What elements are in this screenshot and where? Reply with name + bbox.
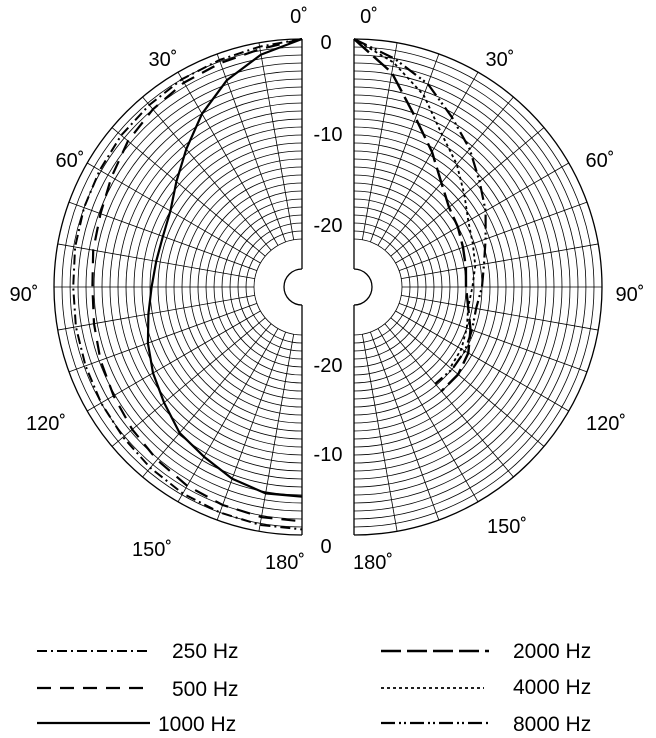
- angle-label-right: 180˚: [353, 552, 393, 574]
- legend-label-4000hz: 4000 Hz: [513, 676, 591, 699]
- left-polar-grid: [53, 38, 303, 536]
- legend-label-1000hz: 1000 Hz: [158, 713, 236, 736]
- legend: 250 Hz 500 Hz 1000 Hz 2000 Hz 4000 Hz 80…: [37, 640, 591, 736]
- grid-spoke: [177, 72, 279, 246]
- right-polar-grid: [353, 38, 603, 536]
- legend-label-2000hz: 2000 Hz: [513, 640, 591, 663]
- angle-label-left: 150˚: [132, 539, 172, 561]
- legend-label-500hz: 500 Hz: [172, 678, 239, 701]
- grid-spoke: [142, 323, 272, 478]
- angle-label-left: 0˚: [290, 6, 308, 28]
- grid-spoke: [398, 303, 588, 373]
- grid-spoke: [398, 201, 588, 271]
- series-8000hz: [353, 38, 487, 385]
- grid-hub: [353, 268, 373, 306]
- legend-label-8000hz: 8000 Hz: [513, 713, 591, 736]
- angle-label-right: 0˚: [360, 6, 378, 28]
- angle-label-left: 120˚: [26, 413, 66, 435]
- radial-tick-label: 0: [320, 32, 331, 54]
- grid-spoke: [395, 310, 569, 412]
- grid-spoke: [216, 53, 286, 243]
- radial-tick-label: -10: [314, 124, 343, 146]
- angle-label-left: 60˚: [56, 150, 85, 172]
- grid-hub: [283, 268, 303, 306]
- grid-spoke: [177, 328, 279, 502]
- grid-spoke: [111, 317, 266, 447]
- grid-spoke: [401, 294, 599, 331]
- grid-spoke: [370, 331, 440, 521]
- series-500hz: [91, 37, 303, 523]
- grid-spoke: [384, 323, 514, 478]
- radial-tick-label: -10: [314, 444, 343, 466]
- grid-spoke: [142, 96, 272, 251]
- radial-tick-label: -20: [314, 355, 343, 377]
- series-2000hz: [353, 38, 472, 393]
- angle-label-left: 30˚: [149, 49, 178, 71]
- series-1000hz: [146, 37, 303, 498]
- grid-spoke: [111, 127, 266, 257]
- radial-tick-label: -20: [314, 215, 343, 237]
- angle-label-right: 120˚: [586, 413, 626, 435]
- grid-spoke: [395, 162, 569, 264]
- grid-spoke: [57, 294, 255, 331]
- grid-spoke: [258, 334, 295, 532]
- grid-spoke: [258, 42, 295, 240]
- series-250hz: [72, 38, 303, 531]
- grid-spoke: [87, 162, 261, 264]
- grid-spoke: [377, 72, 479, 246]
- grid-spoke: [401, 243, 599, 280]
- grid-spoke: [377, 328, 479, 502]
- grid-spoke: [384, 96, 514, 251]
- angle-label-right: 90˚: [616, 284, 645, 306]
- grid-spoke: [361, 42, 398, 240]
- grid-spoke: [361, 334, 398, 532]
- grid-ring: [253, 238, 303, 336]
- angle-label-right: 30˚: [486, 49, 515, 71]
- angle-label-left: 180˚: [265, 552, 305, 574]
- grid-spoke: [216, 331, 286, 521]
- grid-spoke: [87, 310, 261, 412]
- angle-label-left: 90˚: [10, 284, 39, 306]
- right-curves: [353, 38, 487, 393]
- left-curves: [72, 37, 303, 531]
- radial-tick-label: 0: [320, 536, 331, 558]
- angle-label-right: 150˚: [487, 516, 527, 538]
- angle-label-right: 60˚: [586, 150, 615, 172]
- grid-spoke: [68, 303, 258, 373]
- grid-spoke: [370, 53, 440, 243]
- series-4000hz: [353, 38, 477, 369]
- grid-ring: [353, 238, 403, 336]
- grid-spoke: [390, 127, 545, 257]
- legend-label-250hz: 250 Hz: [172, 640, 239, 663]
- grid-spoke: [390, 317, 545, 447]
